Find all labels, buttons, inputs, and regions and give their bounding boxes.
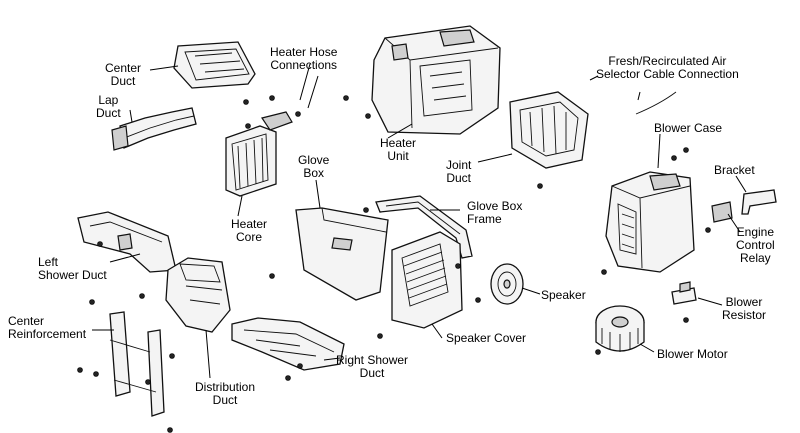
joint-duct-part — [509, 91, 589, 169]
label-right-shower-duct: Right Shower Duct — [336, 353, 409, 380]
label-speaker: Speaker — [541, 288, 586, 302]
blower-resistor-part — [671, 281, 697, 305]
heater-unit-part — [371, 25, 501, 135]
left-shower-duct-part — [77, 211, 177, 273]
speaker-part — [490, 263, 524, 305]
engine-control-relay-part — [711, 201, 733, 223]
glove-box-frame-part — [375, 195, 473, 259]
label-joint-duct: Joint Duct — [446, 158, 472, 185]
bracket-part — [741, 189, 777, 215]
heater-core-part — [225, 111, 293, 197]
speaker-cover-part — [391, 231, 463, 329]
blower-motor-part — [595, 305, 645, 352]
label-blower-case: Blower Case — [654, 121, 723, 135]
center-reinforcement-part — [109, 311, 165, 417]
screws — [77, 95, 711, 433]
label-left-shower-duct: Left Shower Duct — [38, 255, 107, 282]
distribution-duct-part — [165, 257, 231, 333]
label-distribution-duct: Distribution Duct — [195, 380, 256, 407]
lap-duct-part — [111, 107, 197, 151]
label-heater-core: Heater Core — [231, 217, 268, 244]
center-duct-part — [173, 41, 256, 89]
label-heater-hose-connections: Heater Hose Connections — [270, 45, 338, 72]
label-lap-duct: Lap Duct — [96, 93, 121, 120]
label-glove-box-frame: Glove Box Frame — [467, 199, 523, 226]
label-glove-box: Glove Box — [298, 153, 330, 180]
leader-lines — [92, 63, 747, 379]
label-heater-unit: Heater Unit — [380, 136, 417, 163]
label-blower-resistor: Blower Resistor — [722, 295, 767, 322]
label-bracket: Bracket — [714, 163, 755, 177]
label-center-reinforcement: Center Reinforcement — [8, 314, 87, 341]
glove-box-part — [295, 207, 389, 301]
label-fresh-air-cable: Fresh/Recirculated Air Selector Cable Co… — [596, 54, 739, 81]
right-shower-duct-part — [231, 317, 345, 371]
selector-cable-part — [635, 91, 677, 115]
label-blower-motor: Blower Motor — [657, 347, 728, 361]
label-center-duct: Center Duct — [105, 61, 142, 88]
blower-case-part — [605, 171, 695, 273]
label-engine-control-relay: Engine Control Relay — [736, 225, 775, 265]
label-speaker-cover: Speaker Cover — [446, 331, 527, 345]
